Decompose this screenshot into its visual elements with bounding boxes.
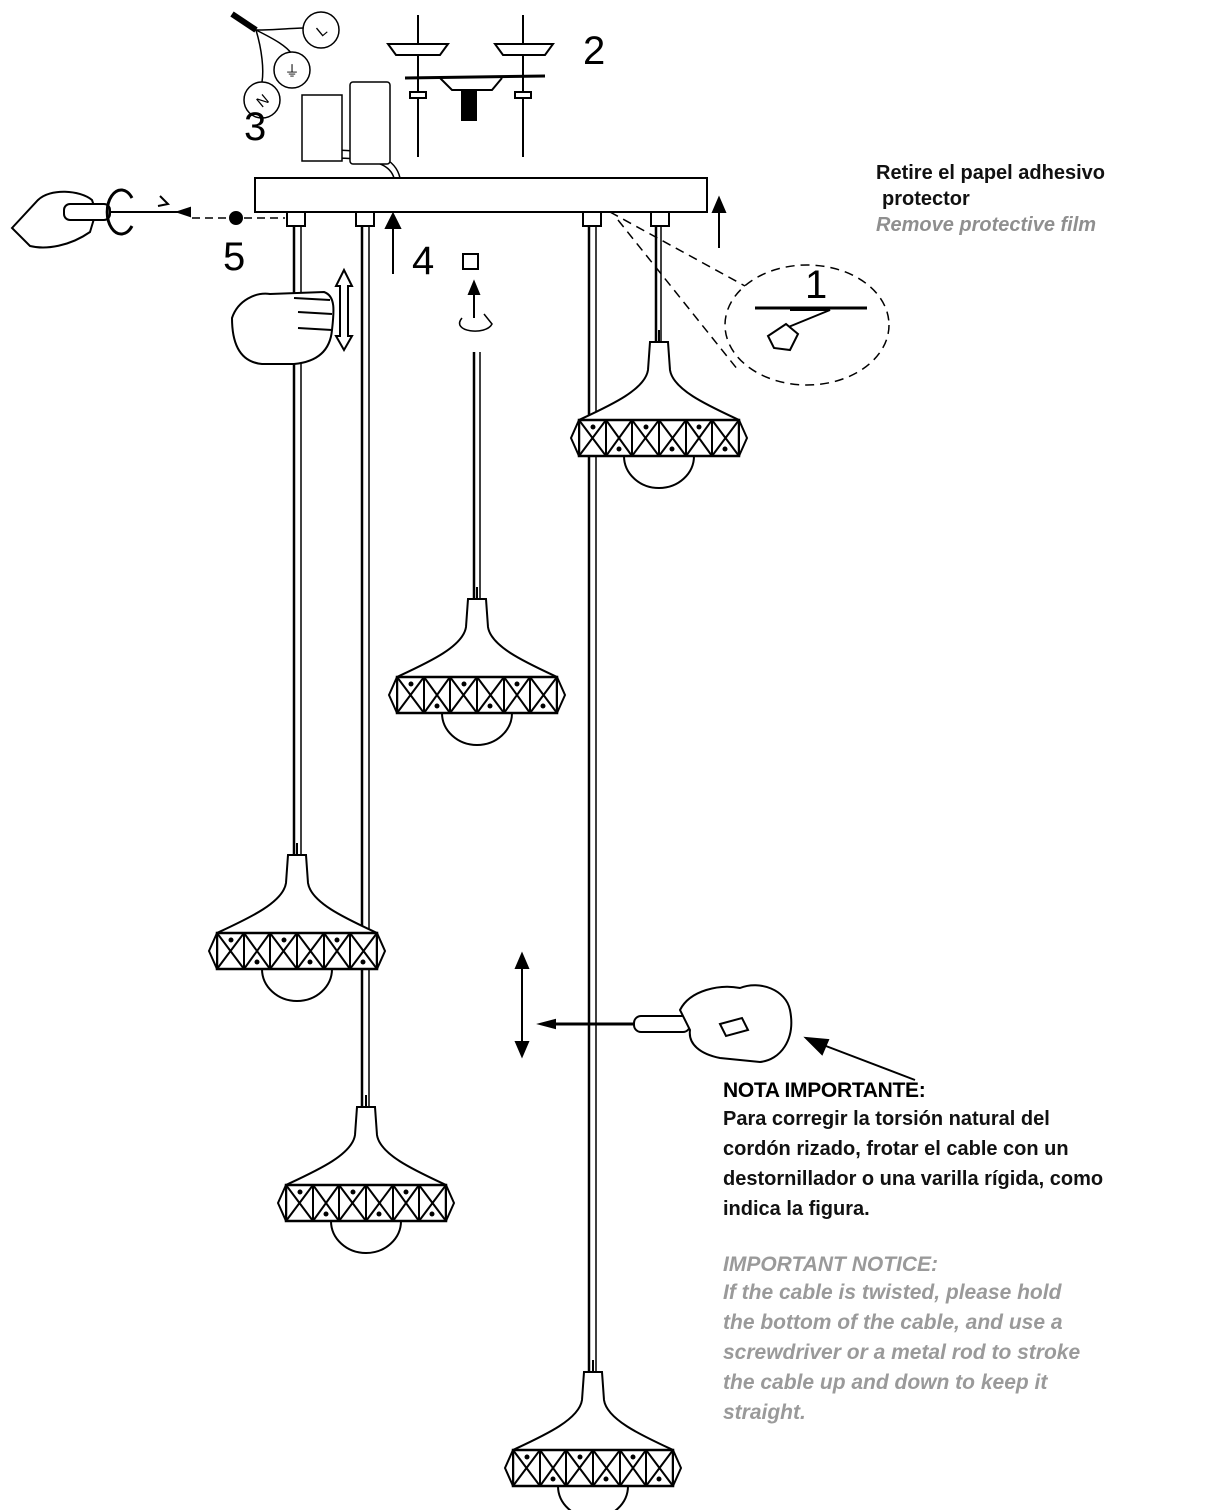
important-note-en-line: the cable up and down to keep it bbox=[723, 1371, 1048, 1394]
important-note-es-line: cordón rizado, frotar el cable con un bbox=[723, 1138, 1069, 1160]
screwdriver-stroke-icon bbox=[514, 951, 793, 1064]
important-note-en-line: screwdriver or a metal rod to stroke bbox=[723, 1341, 1081, 1364]
canopy bbox=[254, 149, 708, 227]
hand-screwdriver-icon bbox=[10, 188, 285, 249]
notice-pointer-arrow bbox=[803, 1036, 916, 1081]
remove-film-arrow bbox=[711, 195, 727, 248]
important-note-es-line: indica la figura. bbox=[723, 1198, 870, 1220]
pendant-shade-3 bbox=[207, 841, 387, 1003]
important-note-es-title: NOTA IMPORTANTE: bbox=[723, 1079, 926, 1102]
pendant-shade-5 bbox=[503, 1358, 683, 1510]
pendant-shade-2 bbox=[387, 585, 567, 747]
step-2-number: 2 bbox=[583, 29, 605, 73]
hand-adjust-icon bbox=[230, 267, 354, 365]
important-note-en-title: IMPORTANT NOTICE: bbox=[723, 1253, 939, 1276]
important-note-es-line: Para corregir la torsión natural del bbox=[723, 1108, 1050, 1130]
film-note-es-line2: protector bbox=[882, 188, 970, 210]
important-note-en-line: the bottom of the cable, and use a bbox=[723, 1311, 1063, 1334]
mounting-bracket-icon bbox=[386, 15, 555, 157]
important-note: NOTA IMPORTANTE: Para corregir la torsió… bbox=[723, 1078, 1213, 1428]
pendant-shade-1 bbox=[569, 328, 749, 490]
step-1-number: 1 bbox=[805, 263, 827, 307]
important-note-en-line: straight. bbox=[723, 1401, 806, 1424]
step-4-number: 4 bbox=[412, 239, 434, 283]
pendant-shade-4 bbox=[276, 1093, 456, 1255]
film-detail-callout bbox=[609, 211, 890, 386]
film-detail-icon bbox=[755, 306, 867, 352]
wiring-connection-icon bbox=[230, 11, 391, 165]
earth-label: ⏚ bbox=[284, 62, 299, 80]
step4-indicator bbox=[384, 211, 493, 332]
important-note-es-line: destornillador o una varilla rígida, com… bbox=[723, 1168, 1104, 1190]
film-note: Retire el papel adhesivo protector Remov… bbox=[876, 160, 1206, 238]
film-note-es-line1: Retire el papel adhesivo bbox=[876, 162, 1105, 184]
important-note-en-line: If the cable is twisted, please hold bbox=[723, 1281, 1062, 1304]
step-5-number: 5 bbox=[223, 235, 245, 279]
step-3-number: 3 bbox=[244, 105, 266, 149]
film-note-en: Remove protective film bbox=[876, 214, 1097, 236]
